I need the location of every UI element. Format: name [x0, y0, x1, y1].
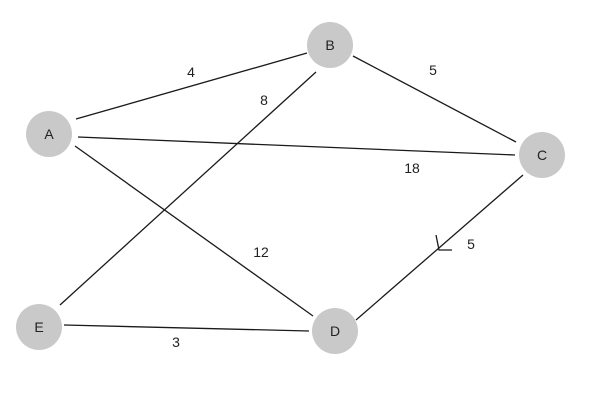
edges-layer [59, 52, 524, 332]
node-label-A: A [44, 126, 54, 142]
node-label-C: C [537, 147, 547, 163]
edge-label-A-C: 18 [404, 160, 420, 176]
edge-A-B [75, 52, 308, 120]
edge-B-E [59, 71, 317, 306]
nodes-layer: A B C D E [16, 22, 565, 354]
edge-label-A-D: 12 [253, 244, 269, 260]
node-E: E [16, 304, 62, 350]
node-label-D: D [330, 323, 340, 339]
node-circle-D [312, 308, 358, 354]
edge-B-C [352, 55, 517, 143]
node-circle-B [307, 22, 353, 68]
edge-label-E-D: 3 [172, 334, 180, 350]
node-C: C [519, 132, 565, 178]
edge-A-D [74, 145, 314, 317]
edge-label-A-B: 4 [187, 64, 195, 80]
edge-E-D [63, 324, 310, 332]
edge-C-D [355, 174, 524, 321]
edge-label-B-C: 5 [429, 62, 437, 78]
node-circle-C [519, 132, 565, 178]
node-A: A [26, 111, 72, 157]
edge-labels-layer: 4 5 18 12 8 5 3 [172, 62, 475, 350]
node-B: B [307, 22, 353, 68]
edge-label-B-E: 8 [260, 92, 268, 108]
edge-label-C-D: 5 [467, 236, 475, 252]
arrow-marker-icon [435, 234, 452, 251]
node-label-E: E [34, 319, 43, 335]
node-D: D [312, 308, 358, 354]
node-circle-E [16, 304, 62, 350]
node-circle-A [26, 111, 72, 157]
node-label-B: B [325, 37, 334, 53]
edge-A-C [77, 136, 516, 156]
